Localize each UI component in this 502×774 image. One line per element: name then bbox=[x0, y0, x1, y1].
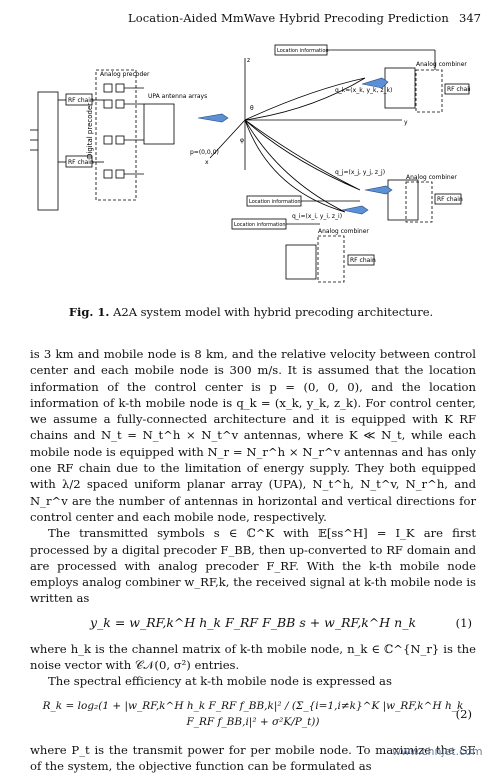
location-info-label-3: Location information bbox=[234, 222, 286, 228]
rf-chain-label-4: RF chain bbox=[437, 196, 463, 203]
paragraph-2: The transmitted symbols s ∈ ℂ^K with 𝔼[s… bbox=[30, 526, 476, 606]
upa-label: UPA antenna arrays bbox=[148, 93, 207, 100]
equation-2: R_k = log₂(1 + |w_RF,k^H h_k F_RF f_BB,k… bbox=[30, 690, 476, 742]
analog-combiner-label-1: Analog combiner bbox=[416, 61, 467, 68]
equation-1-number: (1) bbox=[455, 615, 472, 630]
axis-y-label: y bbox=[404, 119, 408, 126]
system-model-figure: Digital precoder RF chain RF chain Analo… bbox=[30, 44, 470, 283]
analog-precoder-box bbox=[95, 69, 137, 201]
equation-1-expr: y_k = w_RF,k^H h_k F_RF F_BB s + w_RF,k^… bbox=[89, 614, 417, 630]
analog-combiner-label-3: Analog combiner bbox=[318, 228, 369, 235]
caption-text: A2A system model with hybrid precoding a… bbox=[109, 305, 434, 319]
paragraph-4: The spectral efficiency at k-th mobile n… bbox=[48, 674, 392, 689]
upa-antenna-array bbox=[143, 103, 175, 145]
equation-1: y_k = w_RF,k^H h_k F_RF F_BB s + w_RF,k^… bbox=[30, 607, 476, 641]
paragraph-3: where h_k is the channel matrix of k-th … bbox=[30, 641, 476, 673]
figure-caption: Fig. 1. A2A system model with hybrid pre… bbox=[0, 305, 502, 319]
theta-label: θ bbox=[250, 105, 254, 112]
axis-x-label: x bbox=[205, 159, 209, 166]
q-i-label: q_i=(x_i, y_i, z_i) bbox=[292, 213, 342, 220]
equation-2-number: (2) bbox=[455, 706, 472, 721]
location-info-label-1: Location information bbox=[277, 48, 329, 54]
running-header: Location-Aided MmWave Hybrid Precoding P… bbox=[0, 11, 502, 27]
digital-precoder-label: Digital precoder bbox=[86, 103, 94, 159]
mobile-node-j-plane-icon bbox=[364, 185, 393, 195]
location-info-label-2: Location information bbox=[249, 199, 301, 205]
axis-z-label: z bbox=[247, 57, 250, 64]
control-center-plane-icon bbox=[197, 113, 229, 123]
rf-chain-box-1 bbox=[65, 93, 93, 106]
rf-chain-box-2 bbox=[65, 155, 93, 168]
equation-2-expr: R_k = log₂(1 + |w_RF,k^H h_k F_RF f_BB,k… bbox=[42, 699, 464, 728]
paragraph-1: is 3 km and mobile node is 8 km, and the… bbox=[30, 347, 476, 524]
analog-combiner-label-2: Analog combiner bbox=[406, 174, 457, 181]
mobile-node-i-plane-icon bbox=[341, 205, 369, 215]
rf-chain-label-3: RF chain bbox=[447, 86, 470, 93]
beam-k bbox=[244, 77, 366, 121]
origin-label: p=(0,0,0) bbox=[190, 149, 219, 156]
digital-precoder-block bbox=[37, 91, 59, 211]
beam-j bbox=[244, 119, 361, 191]
body-text: is 3 km and mobile node is 8 km, and the… bbox=[30, 346, 476, 774]
rf-chain-label-5: RF chain bbox=[350, 257, 376, 264]
caption-label: Fig. 1. bbox=[68, 305, 110, 319]
running-title: Location-Aided MmWave Hybrid Precoding P… bbox=[128, 11, 449, 25]
q-k-label: q_k=(x_k, y_k, z_k) bbox=[335, 87, 392, 94]
watermark: www.chnjet.com bbox=[392, 745, 483, 758]
rf-chain-label-2: RF chain bbox=[68, 159, 94, 166]
mobile-node-k-plane-icon bbox=[361, 77, 389, 89]
analog-precoder-label: Analog precoder bbox=[100, 71, 150, 78]
beam-i bbox=[244, 119, 346, 213]
page-number: 347 bbox=[459, 11, 481, 25]
phi-label: φ bbox=[240, 137, 244, 144]
q-j-label: q_j=(x_j, y_j, z_j) bbox=[335, 169, 385, 176]
rf-chain-label-1: RF chain bbox=[68, 97, 94, 104]
